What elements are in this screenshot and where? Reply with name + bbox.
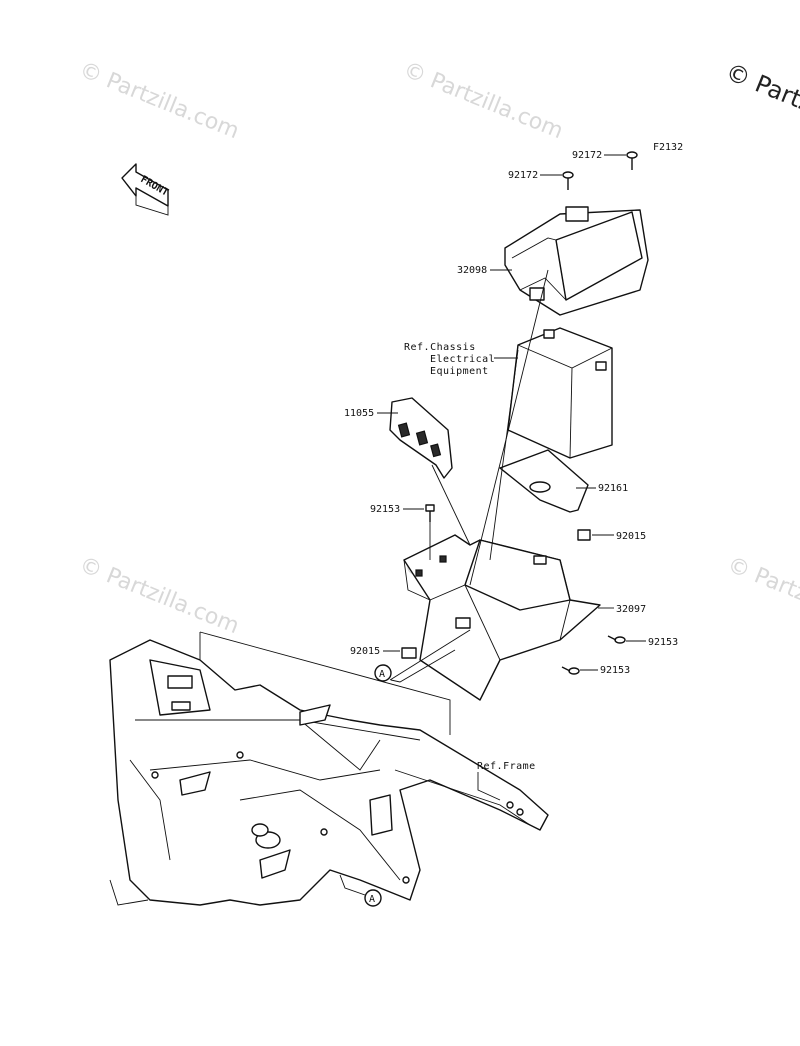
battery bbox=[507, 327, 613, 459]
ref-chassis-line2: Electrical bbox=[430, 354, 495, 365]
diagram-code: F2132 bbox=[653, 142, 683, 153]
part-number-92153: 92153 bbox=[370, 504, 400, 515]
bracket-11055 bbox=[389, 397, 453, 479]
frame bbox=[109, 639, 549, 906]
copyright-mark: © Partz bbox=[722, 58, 800, 118]
part-number-11055: 11055 bbox=[344, 408, 374, 419]
callout-letter: A bbox=[369, 894, 375, 905]
ref-frame-label: Ref.Frame bbox=[477, 761, 536, 772]
ref-chassis-line3: Equipment bbox=[430, 366, 489, 377]
part-number-92161: 92161 bbox=[598, 483, 628, 494]
ref-chassis-line1: Ref.Chassis bbox=[404, 342, 476, 353]
part-number-92015: 92015 bbox=[350, 646, 380, 657]
callout-a-lower: A bbox=[339, 874, 382, 907]
front-arrow-icon: FRONT bbox=[121, 163, 170, 216]
part-number-32098: 32098 bbox=[457, 265, 487, 276]
part-number-92172: 92172 bbox=[572, 150, 602, 161]
part-number-92153: 92153 bbox=[600, 665, 630, 676]
screw-92172-a bbox=[562, 171, 574, 190]
watermark: © Partzilla.com bbox=[76, 57, 243, 144]
battery-cover-32098 bbox=[504, 206, 649, 316]
pad-92161 bbox=[499, 449, 589, 513]
watermark: © Partzilla.com bbox=[724, 552, 800, 639]
callout-letter: A bbox=[379, 669, 385, 680]
part-number-92153: 92153 bbox=[648, 637, 678, 648]
part-number-92015: 92015 bbox=[616, 531, 646, 542]
watermark: © Partzilla.com bbox=[76, 552, 243, 639]
callout-a-upper: A bbox=[374, 649, 456, 683]
nut-92015-a bbox=[577, 529, 591, 541]
nut-92015-b bbox=[401, 647, 417, 659]
part-number-32097: 32097 bbox=[616, 604, 646, 615]
screw-92172-b bbox=[626, 151, 638, 170]
bolt-92153-a bbox=[425, 504, 435, 522]
bolt-92153-b bbox=[607, 635, 626, 644]
part-number-92172: 92172 bbox=[508, 170, 538, 181]
watermark: © Partzilla.com bbox=[400, 57, 567, 144]
bolt-92153-c bbox=[561, 666, 580, 675]
battery-case-32097 bbox=[403, 534, 601, 701]
part-labels: 92172 92172 32098 Ref.Chassis Electrical… bbox=[344, 150, 678, 801]
